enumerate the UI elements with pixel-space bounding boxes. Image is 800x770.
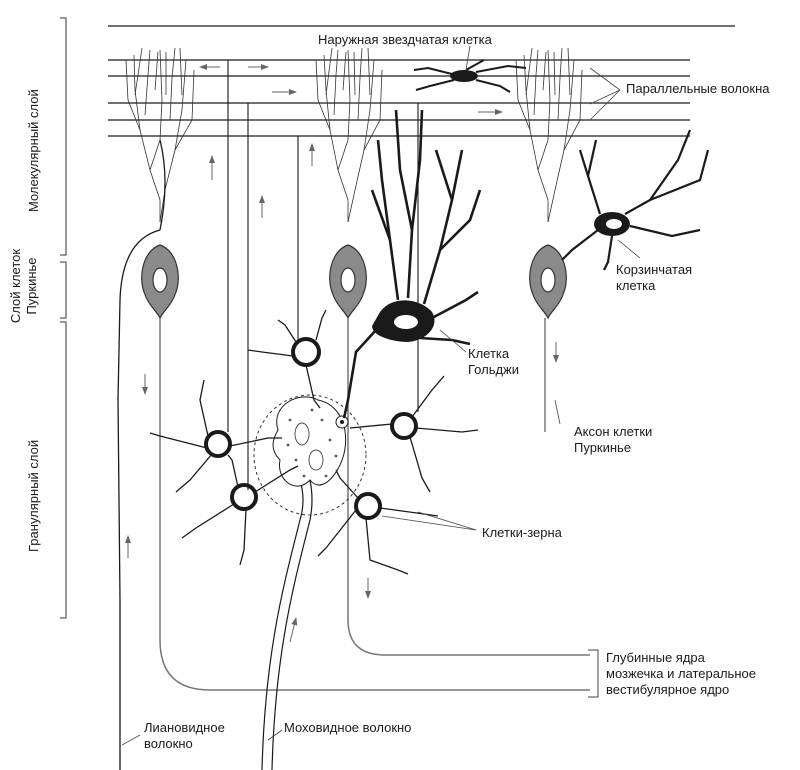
basket-cell-label: Корзинчатая клетка bbox=[616, 262, 692, 294]
climbing-fiber-label: Лиановидное волокно bbox=[144, 720, 225, 752]
granule-cells bbox=[149, 309, 479, 575]
parallel-fibers-label: Параллельные волокна bbox=[626, 81, 770, 96]
purkinje-axon-line2: Пуркинье bbox=[574, 440, 632, 455]
basket-cell-line1: Корзинчатая bbox=[616, 262, 693, 277]
purkinje-layer-label: Слой клеток Пуркинье bbox=[8, 246, 40, 326]
climbing-fiber-line2: волокно bbox=[144, 736, 193, 751]
purkinje-layer-line2: Пуркинье bbox=[24, 257, 39, 315]
glomerulus bbox=[253, 394, 367, 516]
mossy-fiber bbox=[261, 479, 313, 770]
granule-cells-label: Клетки-зерна bbox=[482, 525, 562, 540]
golgi-cell-label: Клетка Гольджи bbox=[468, 346, 519, 378]
deep-nuclei-line3: вестибулярное ядро bbox=[606, 682, 730, 697]
mossy-fiber-label: Моховидное волокно bbox=[284, 720, 412, 735]
golgi-cell-line2: Гольджи bbox=[468, 362, 520, 377]
climbing-fiber bbox=[117, 139, 166, 770]
stellate-cell-label: Наружная звездчатая клетка bbox=[318, 32, 492, 47]
deep-nuclei-line2: мозжечка и латеральное bbox=[606, 666, 756, 681]
purkinje-dendrites bbox=[125, 47, 583, 223]
molecular-layer-label: Молекулярный слой bbox=[26, 89, 41, 212]
layer-brackets bbox=[60, 17, 67, 619]
purkinje-layer-line1: Слой клеток bbox=[8, 248, 23, 324]
ascending-granule-axons bbox=[227, 60, 419, 490]
nuclei-bracket bbox=[588, 649, 599, 698]
purkinje-axon-label: Аксон клетки Пуркинье bbox=[574, 424, 652, 456]
basket-cell-line2: клетка bbox=[616, 278, 656, 293]
granular-layer-label: Гранулярный слой bbox=[26, 439, 41, 552]
fiber-arrows bbox=[125, 64, 559, 643]
purkinje-axons bbox=[159, 318, 590, 691]
deep-nuclei-label: Глубинные ядра мозжечка и латеральное ве… bbox=[606, 650, 756, 698]
stellate-cell bbox=[413, 59, 527, 93]
basket-cell bbox=[561, 129, 710, 271]
golgi-cell-line1: Клетка bbox=[468, 346, 510, 361]
purkinje-cells bbox=[141, 244, 567, 320]
climbing-fiber-line1: Лиановидное bbox=[144, 720, 225, 735]
leader-lines bbox=[121, 45, 641, 746]
purkinje-axon-line1: Аксон клетки bbox=[574, 424, 653, 439]
deep-nuclei-line1: Глубинные ядра bbox=[606, 650, 705, 665]
